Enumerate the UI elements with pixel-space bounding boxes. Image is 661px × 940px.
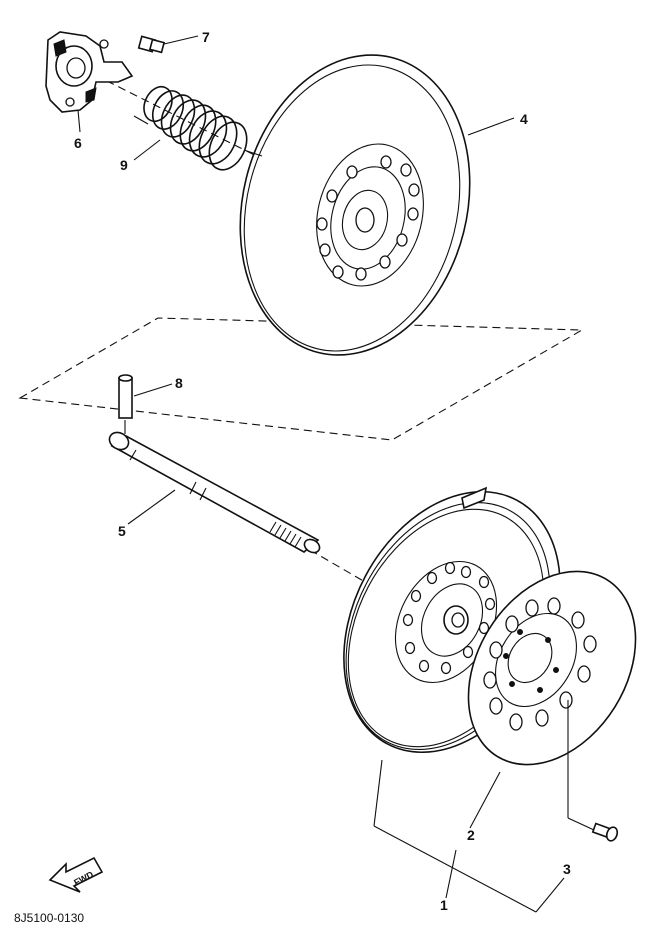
assembly-plane-outline bbox=[18, 317, 584, 441]
callout-5: 5 bbox=[118, 523, 126, 539]
fixed-sheave-bolt-holes bbox=[402, 561, 496, 675]
plate-bolt-holes bbox=[503, 629, 559, 693]
part-9-spring bbox=[133, 85, 263, 171]
plate-lightening-holes bbox=[483, 597, 597, 731]
fwd-arrow-icon: FWD bbox=[48, 856, 104, 893]
part-4-sliding-sheave bbox=[239, 54, 471, 356]
drawing-number: 8J5100-0130 bbox=[14, 911, 84, 925]
shaft-splines bbox=[269, 521, 302, 548]
part-5-shaft bbox=[108, 431, 321, 554]
callout-2: 2 bbox=[467, 827, 475, 843]
callout-4: 4 bbox=[520, 111, 528, 127]
sheave-bolt-holes bbox=[316, 155, 420, 281]
part-3-bolt bbox=[591, 822, 619, 842]
callout-1: 1 bbox=[440, 897, 448, 913]
callout-6: 6 bbox=[74, 135, 82, 151]
callout-8: 8 bbox=[175, 375, 183, 391]
part-6-cam-bracket bbox=[45, 31, 134, 113]
leader-lines bbox=[77, 35, 595, 913]
callout-3: 3 bbox=[563, 861, 571, 877]
part-7-fitting bbox=[137, 35, 166, 54]
callout-9: 9 bbox=[120, 157, 128, 173]
part-8-pin bbox=[118, 374, 133, 434]
callout-7: 7 bbox=[202, 29, 210, 45]
part-2-plate bbox=[467, 570, 637, 766]
